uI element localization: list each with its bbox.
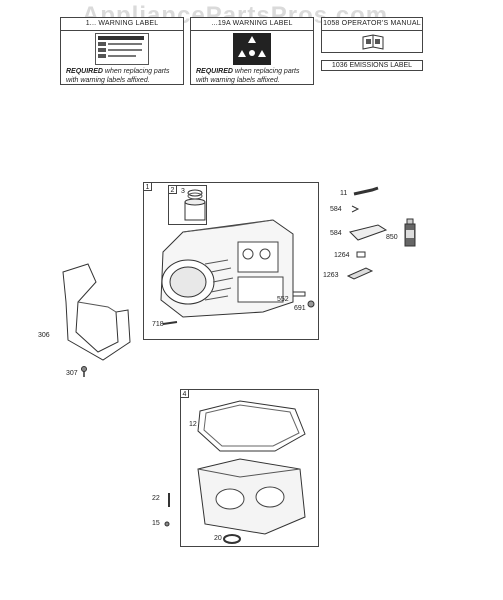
part-307-label: 307	[66, 370, 78, 377]
part-15-label: 15	[152, 520, 160, 527]
gasket-small-drawing	[356, 251, 366, 258]
clip-drawing	[351, 205, 360, 213]
oil-bottle-drawing	[404, 218, 416, 247]
part-306-label: 306	[38, 332, 50, 339]
warning-label-a-box: 1... WARNING LABEL REQUIRED when replaci…	[60, 17, 184, 85]
cover-plate-drawing	[349, 224, 388, 241]
part-691-label: 691	[294, 305, 306, 312]
book-icon	[362, 34, 384, 50]
manual-box: 1058 OPERATOR'S MANUAL	[321, 17, 423, 53]
screw-307-drawing	[81, 366, 87, 377]
warning-triangles-icon	[233, 33, 271, 65]
warning-label-b-required: REQUIRED when replacing parts with warni…	[196, 68, 300, 84]
emissions-label-box: 1036 EMISSIONS LABEL	[321, 60, 423, 71]
part-20-label: 20	[214, 535, 222, 542]
part-718-label: 718	[152, 321, 164, 328]
part-584-label-b: 584	[330, 230, 342, 237]
callout-4: 4	[180, 389, 189, 398]
part-584-label-a: 584	[330, 206, 342, 213]
manual-title: 1058 OPERATOR'S MANUAL	[322, 18, 422, 31]
crankcase-drawing	[164, 400, 306, 544]
part-11-label: 11	[340, 190, 348, 197]
part-1264-label: 1264	[334, 252, 350, 259]
gasket-plate-drawing	[346, 267, 374, 280]
breather-tube-drawing	[353, 186, 379, 196]
part-22-label: 22	[152, 495, 160, 502]
warning-sticker-icon	[95, 33, 149, 65]
warning-label-a-title: 1... WARNING LABEL	[61, 18, 183, 31]
warning-label-b-title: ...19A WARNING LABEL	[191, 18, 313, 31]
part-12-label: 12	[189, 421, 197, 428]
part-3-label: 3	[181, 188, 185, 195]
part-1263-label: 1263	[323, 272, 339, 279]
part-850-label: 850	[386, 234, 398, 241]
warning-label-a-required: REQUIRED when replacing parts with warni…	[66, 68, 170, 84]
cylinder-drawing	[160, 189, 315, 325]
warning-label-b-box: ...19A WARNING LABEL REQUIRED when repla…	[190, 17, 314, 85]
shroud-drawing	[62, 263, 131, 361]
part-552-label: 552	[277, 296, 289, 303]
callout-2: 2	[168, 185, 177, 194]
callout-1: 1	[143, 182, 152, 191]
